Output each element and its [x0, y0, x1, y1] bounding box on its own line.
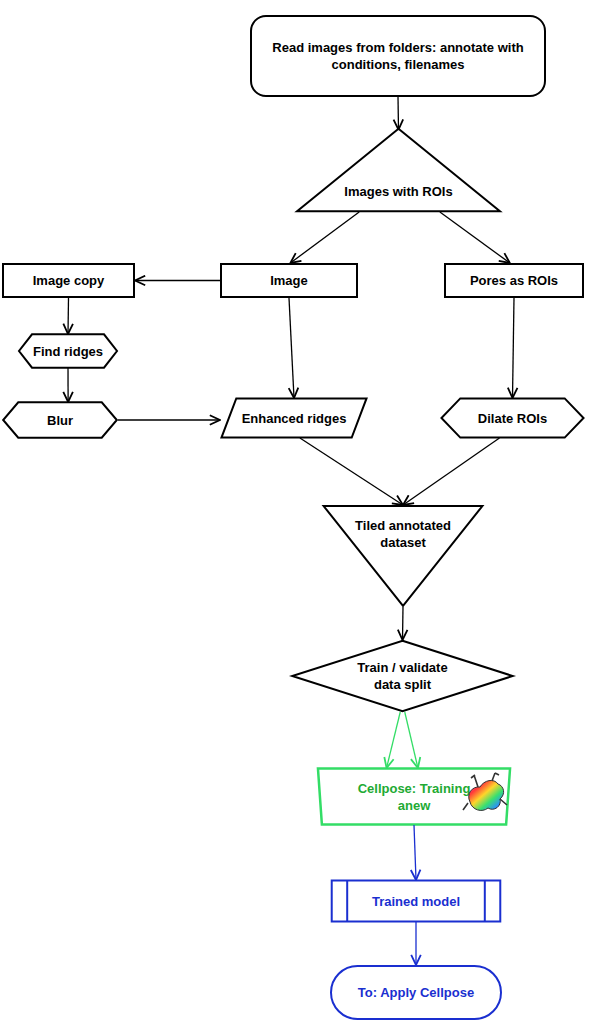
- node-label: Enhanced ridges: [242, 410, 347, 427]
- flow-arrow: [415, 922, 416, 965]
- node-label: To: Apply Cellpose: [358, 984, 474, 1001]
- flow-arrow: [405, 712, 418, 768]
- flow-arrow: [403, 438, 499, 505]
- cellpose-logo: [462, 772, 508, 816]
- flow-arrow: [290, 212, 359, 263]
- flow-arrow: [118, 419, 220, 420]
- flow-arrow: [135, 280, 220, 281]
- flow-arrow: [440, 212, 510, 263]
- node-label: Image copy: [33, 272, 105, 289]
- process-box: Image copy: [2, 263, 135, 298]
- node-label: Pores as ROIs: [470, 272, 558, 289]
- preparation-hexagon: Blur: [2, 402, 118, 438]
- node-label: Cellpose: Training anew: [354, 780, 474, 814]
- node-label: Tiled annotated dataset: [348, 517, 458, 551]
- node-label: Image: [270, 272, 308, 289]
- merge-triangle: Images with ROIs: [295, 128, 502, 212]
- flow-arrow: [402, 607, 404, 640]
- model-box: Trained model: [330, 880, 502, 922]
- node-label: Trained model: [372, 893, 460, 910]
- decision-diamond: Train / validate data split: [290, 640, 515, 712]
- data-parallelogram: Enhanced ridges: [220, 398, 368, 438]
- process-box: Pores as ROIs: [444, 263, 584, 298]
- node-label: Dilate ROIs: [478, 410, 547, 427]
- extract-triangle: Tiled annotated dataset: [322, 505, 484, 607]
- preparation-hexagon: Dilate ROIs: [440, 398, 585, 438]
- start-box: Read images from folders: annotate with …: [250, 15, 546, 97]
- node-label: Images with ROIs: [344, 183, 452, 200]
- flow-arrow: [67, 298, 69, 334]
- flow-arrow: [414, 825, 416, 880]
- node-label: Find ridges: [33, 343, 103, 360]
- process-box: Image: [220, 263, 358, 298]
- flow-arrow: [289, 298, 294, 398]
- node-outline: [290, 640, 515, 712]
- node-outline: [295, 128, 502, 212]
- flow-arrow: [67, 368, 68, 402]
- flow-arrow: [397, 97, 399, 130]
- node-label: Train / validate data split: [343, 659, 463, 693]
- node-label: Read images from folders: annotate with …: [263, 39, 533, 73]
- flow-arrow: [513, 298, 515, 398]
- node-label: Blur: [47, 412, 73, 429]
- terminal-pill: To: Apply Cellpose: [330, 965, 502, 1020]
- flow-arrow: [300, 438, 403, 505]
- preparation-hexagon: Find ridges: [18, 334, 118, 368]
- flow-arrow: [387, 712, 401, 768]
